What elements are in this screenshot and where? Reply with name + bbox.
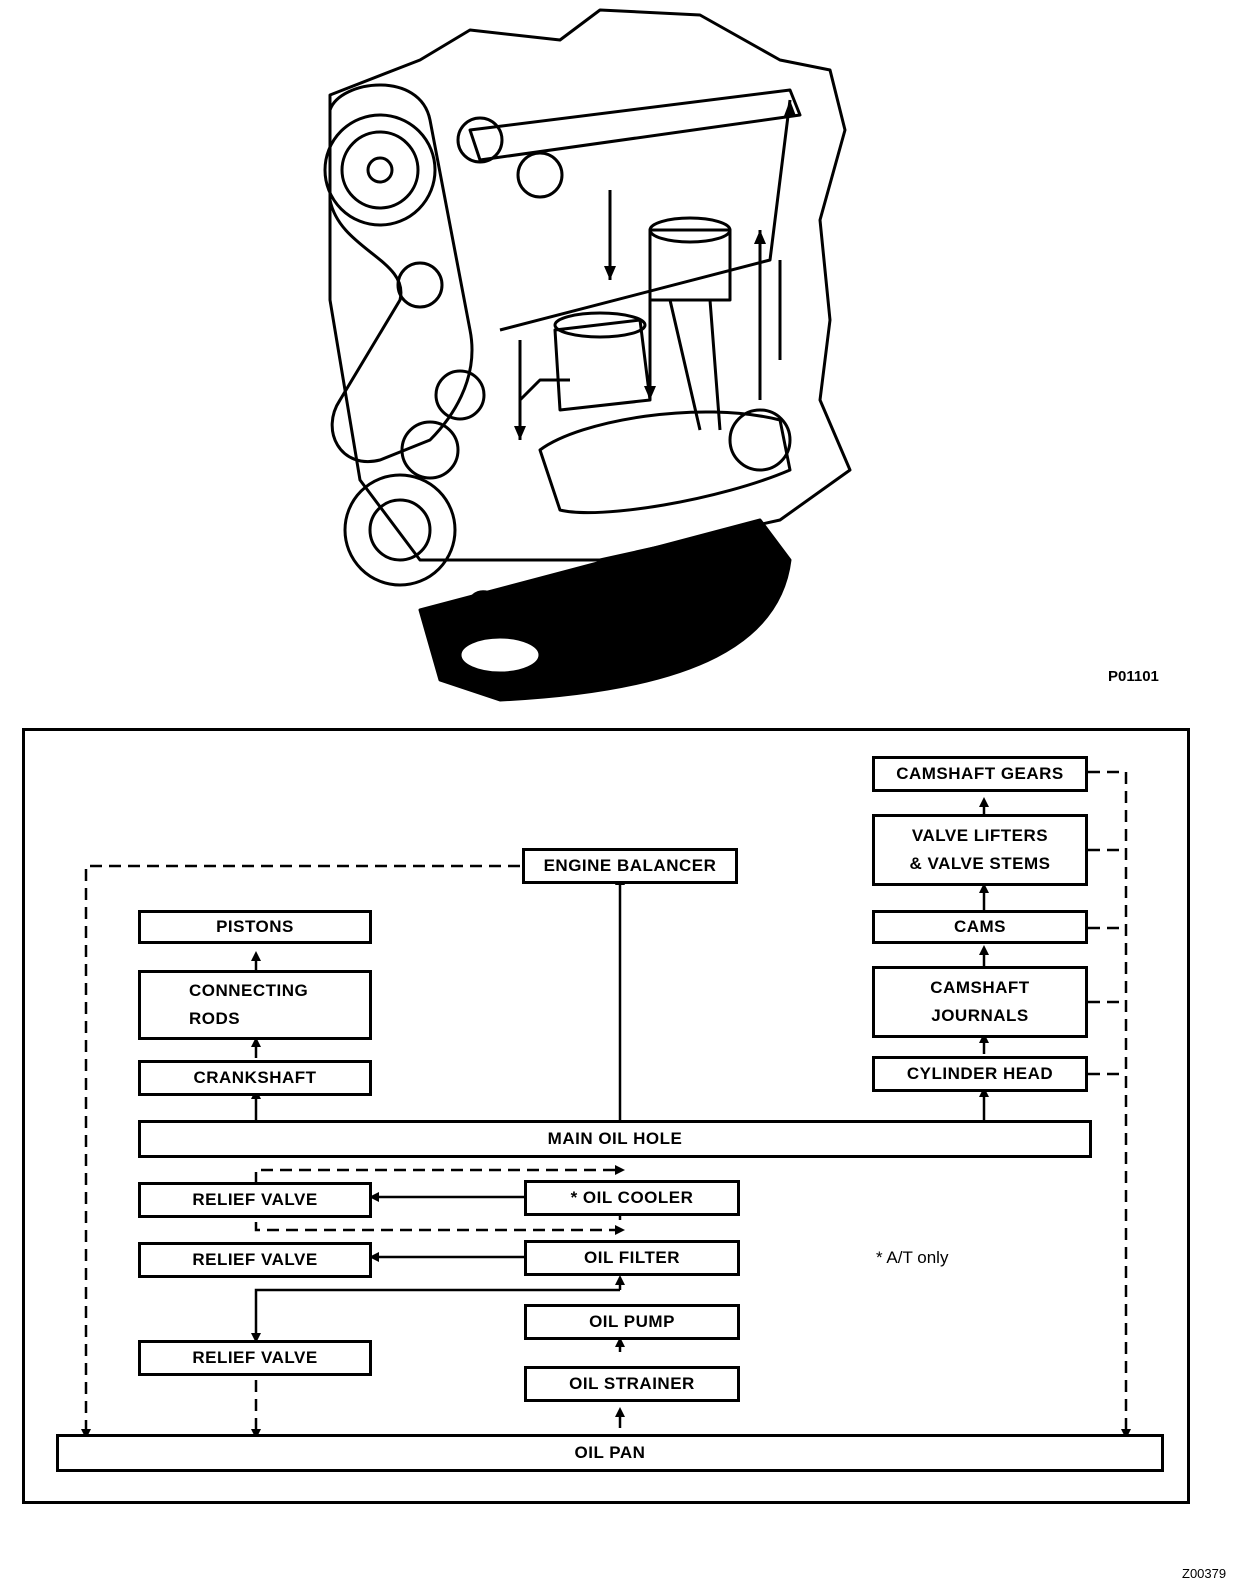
note-at-only: * A/T only <box>876 1248 949 1267</box>
page-code: Z00379 <box>1182 1566 1227 1581</box>
box-main-oil-hole: MAIN OIL HOLE <box>138 1120 1092 1158</box>
engine-illustration <box>323 8 852 702</box>
box-oil-filter: OIL FILTER <box>524 1240 740 1276</box>
box-relief-valve-2: RELIEF VALVE <box>138 1242 372 1278</box>
box-relief-valve-1: RELIEF VALVE <box>138 1182 372 1218</box>
box-crankshaft: CRANKSHAFT <box>138 1060 372 1096</box>
box-oil-cooler: * OIL COOLER <box>524 1180 740 1216</box>
box-relief-valve-3: RELIEF VALVE <box>138 1340 372 1376</box>
box-oil-strainer: OIL STRAINER <box>524 1366 740 1402</box>
box-cams: CAMS <box>872 910 1088 944</box>
illustration-code: P01101 <box>1108 668 1159 685</box>
box-oil-pump: OIL PUMP <box>524 1304 740 1340</box>
box-cylinder-head: CYLINDER HEAD <box>872 1056 1088 1092</box>
box-camshaft-gears: CAMSHAFT GEARS <box>872 756 1088 792</box>
box-camshaft-journals: CAMSHAFT JOURNALS <box>872 966 1088 1038</box>
box-valve-lifters: VALVE LIFTERS & VALVE STEMS <box>872 814 1088 886</box>
box-pistons: PISTONS <box>138 910 372 944</box>
diagram-frame <box>22 728 1190 1504</box>
box-connecting-rods: CONNECTING RODS <box>138 970 372 1040</box>
box-oil-pan: OIL PAN <box>56 1434 1164 1472</box>
box-engine-balancer: ENGINE BALANCER <box>522 848 738 884</box>
